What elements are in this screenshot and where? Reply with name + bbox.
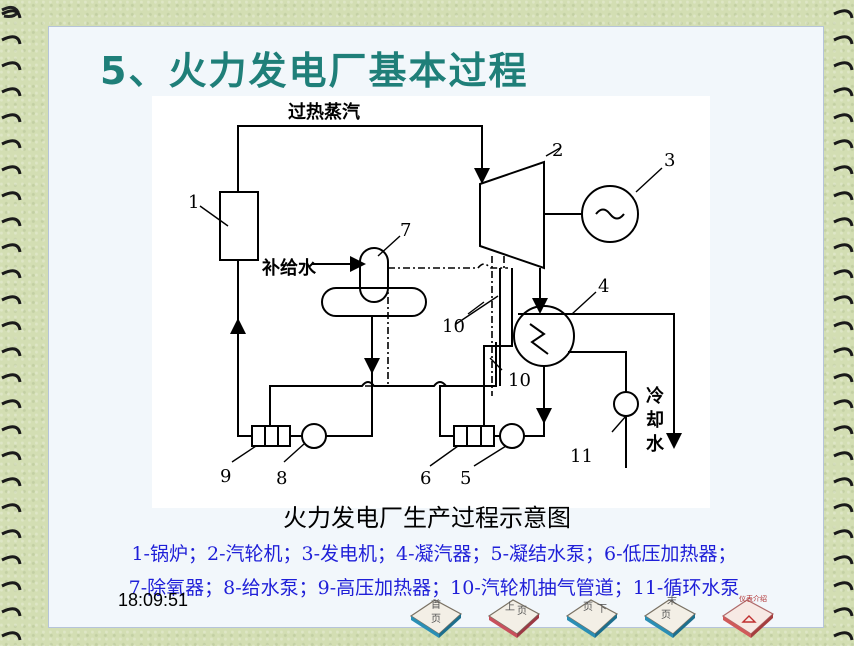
feed-pump-8 <box>301 423 327 449</box>
condensate-pump-5 <box>499 423 525 449</box>
right-spiral-binding <box>833 9 854 641</box>
generator-3 <box>581 185 639 243</box>
label-superheated-steam: 过热蒸汽 <box>288 102 360 123</box>
nav-end-button[interactable]: 仪表介绍 <box>717 586 779 640</box>
nav-last-label-top: 末 <box>667 596 677 607</box>
nav-next-label-bottom: 下 <box>597 604 607 615</box>
nav-end-label: 仪表介绍 <box>739 595 767 603</box>
hp-heater-9 <box>251 425 291 447</box>
left-spiral-binding <box>1 5 22 641</box>
label-makeup-water: 补给水 <box>262 258 316 279</box>
navigation-bar: 首 页 上 页 页 下 末 页 <box>405 586 781 642</box>
nav-first-label-bottom: 页 <box>431 614 441 625</box>
extraction-pipe-upper <box>388 263 508 269</box>
label-cooling-water-2: 却 <box>646 410 664 431</box>
cooling-water-out <box>568 351 627 392</box>
boiler-feed-line <box>237 260 252 437</box>
nav-prev-label-top: 上 <box>505 602 515 613</box>
nav-next-label-top: 页 <box>583 602 593 613</box>
nav-last-label-bottom: 页 <box>661 610 671 621</box>
book-icon <box>565 599 619 638</box>
label-cooling-water-3: 水 <box>646 434 664 455</box>
book-icon <box>721 599 775 638</box>
label-cooling-water-1: 冷 <box>646 386 664 407</box>
extraction-pipe-lower <box>270 282 389 387</box>
label-number-9: 9 <box>220 466 232 487</box>
nav-prev-page-button[interactable]: 上 页 <box>483 586 545 640</box>
steam-pipe <box>237 125 490 192</box>
book-icon <box>643 599 697 638</box>
label-number-4: 4 <box>598 276 610 297</box>
label-number-5: 5 <box>460 468 472 489</box>
clock-time: 18:09:51 <box>118 590 189 610</box>
nav-next-page-button[interactable]: 页 下 <box>561 586 623 640</box>
power-plant-diagram: 过热蒸汽 补给水 冷 却 水 1 2 3 4 5 6 7 8 9 10 10 1… <box>152 96 710 508</box>
cooling-water-in <box>518 313 682 449</box>
label-number-3: 3 <box>664 150 676 171</box>
label-number-8: 8 <box>276 468 288 489</box>
deaerator-7 <box>321 287 427 317</box>
label-number-1: 1 <box>188 192 200 213</box>
circulating-pump-11 <box>613 391 639 417</box>
label-number-6: 6 <box>420 468 432 489</box>
slide-title: 5、火力发电厂基本过程 <box>100 49 529 93</box>
nav-first-label-top: 首 <box>431 600 441 611</box>
book-icon <box>409 599 463 638</box>
diagram-drawing <box>199 125 682 468</box>
turbine-2 <box>479 160 545 270</box>
nav-last-page-button[interactable]: 末 页 <box>639 586 701 640</box>
lp-heater-6 <box>453 425 495 447</box>
nav-prev-label-bottom: 页 <box>517 606 527 617</box>
book-icon <box>487 599 541 638</box>
label-number-2: 2 <box>552 140 564 161</box>
legend-line-2: 7-除氧器；8-给水泵；9-高压加热器；10-汽轮机抽气管道；11-循环水泵 <box>128 577 740 599</box>
label-number-7: 7 <box>400 220 412 241</box>
diagram-caption: 火力发电厂生产过程示意图 <box>283 504 571 532</box>
boiler-1 <box>219 191 259 261</box>
label-number-10-upper: 10 <box>442 316 465 337</box>
label-number-10-lower: 10 <box>508 370 531 391</box>
legend-line-1: 1-锅炉；2-汽轮机；3-发电机；4-凝汽器；5-凝结水泵；6-低压加热器； <box>131 543 737 565</box>
nav-first-page-button[interactable]: 首 页 <box>405 586 467 640</box>
label-number-11: 11 <box>570 446 593 467</box>
